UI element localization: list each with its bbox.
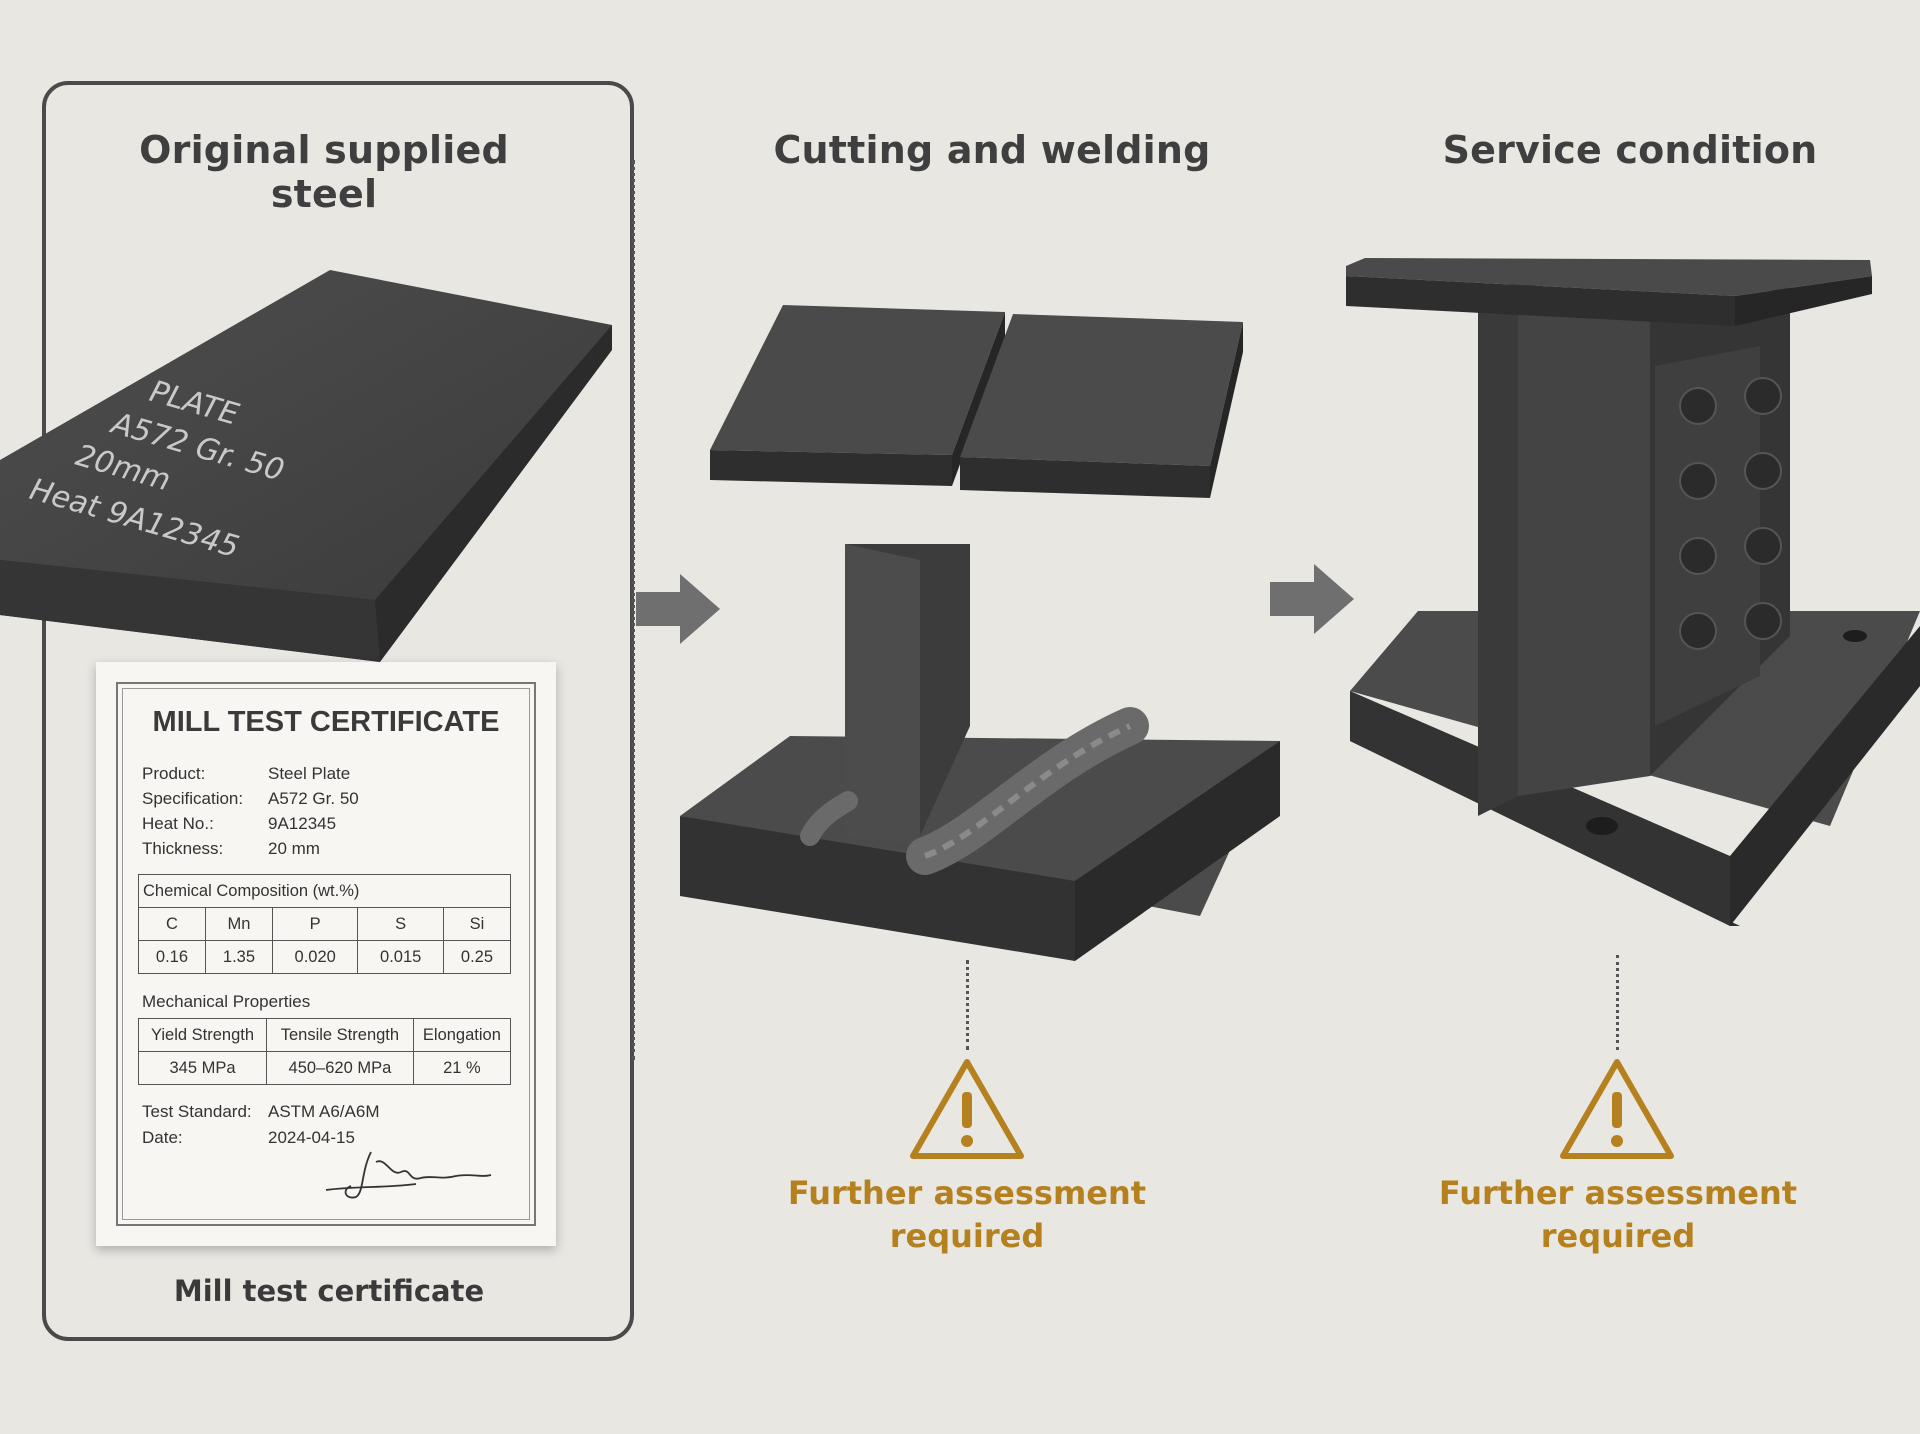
mech-value: 450–620 MPa — [266, 1051, 414, 1085]
certificate-caption: Mill test certificate — [173, 1274, 485, 1308]
stage-title-original: Original supplied steel — [139, 128, 509, 216]
chem-value: 0.015 — [357, 940, 444, 974]
field-value-heat: 9A12345 — [268, 814, 337, 833]
chem-value: 0.25 — [442, 940, 512, 974]
field-label-thickness: Thickness: — [142, 839, 224, 858]
field-value-thickness: 20 mm — [268, 839, 320, 858]
mill-test-certificate: MILL TEST CERTIFICATE Product: Steel Pla… — [96, 662, 556, 1246]
test-standard-value: ASTM A6/A6M — [268, 1102, 380, 1121]
field-label-product: Product: — [142, 764, 206, 783]
warning-connector — [966, 960, 969, 1050]
field-label-heat: Heat No.: — [142, 814, 214, 833]
chem-element: Si — [442, 907, 512, 941]
arrow-right-icon — [636, 574, 720, 644]
field-label-specification: Specification: — [142, 789, 244, 808]
divider-dotted-line — [632, 160, 635, 1060]
warning-triangle-icon — [1560, 1059, 1674, 1159]
mech-header: Tensile Strength — [266, 1018, 414, 1052]
warning-connector — [1616, 955, 1619, 1050]
stage-title-service: Service condition — [1442, 128, 1818, 172]
test-standard-label: Test Standard: — [142, 1102, 252, 1121]
stage-title-cutting: Cutting and welding — [773, 128, 1211, 172]
steel-plate-illustration: PLATE A572 Gr. 50 20mm Heat 9A12345 — [0, 270, 612, 662]
chem-element: Mn — [204, 907, 273, 941]
signature-image — [325, 1151, 492, 1199]
chem-heading: Chemical Composition (wt.%) — [138, 874, 511, 908]
chem-element: C — [138, 907, 206, 941]
i-beam-column-illustration — [1346, 258, 1920, 926]
chem-element: P — [271, 907, 359, 941]
chem-value: 0.16 — [138, 940, 206, 974]
welded-tee-illustration — [680, 544, 1280, 961]
field-value-specification: A572 Gr. 50 — [268, 789, 359, 808]
certificate-title: MILL TEST CERTIFICATE — [152, 706, 500, 738]
mech-header: Elongation — [412, 1018, 512, 1052]
cut-plates-illustration — [710, 305, 1243, 498]
chem-value: 0.020 — [271, 940, 359, 974]
mechanical-properties-table: Yield Strength Tensile Strength Elongati… — [138, 1018, 512, 1085]
chem-value: 1.35 — [204, 940, 273, 974]
mech-value: 345 MPa — [138, 1051, 267, 1085]
warning-triangle-icon — [910, 1059, 1024, 1159]
mech-heading: Mechanical Properties — [142, 992, 311, 1011]
chem-element: S — [357, 907, 444, 941]
field-value-product: Steel Plate — [268, 764, 351, 783]
mech-header: Yield Strength — [138, 1018, 267, 1052]
chemical-composition-table: Chemical Composition (wt.%) C Mn P S Si … — [138, 874, 512, 974]
date-label: Date: — [142, 1128, 183, 1147]
date-value: 2024-04-15 — [268, 1128, 355, 1147]
arrow-right-icon — [1270, 564, 1354, 634]
mech-value: 21 % — [412, 1051, 512, 1085]
